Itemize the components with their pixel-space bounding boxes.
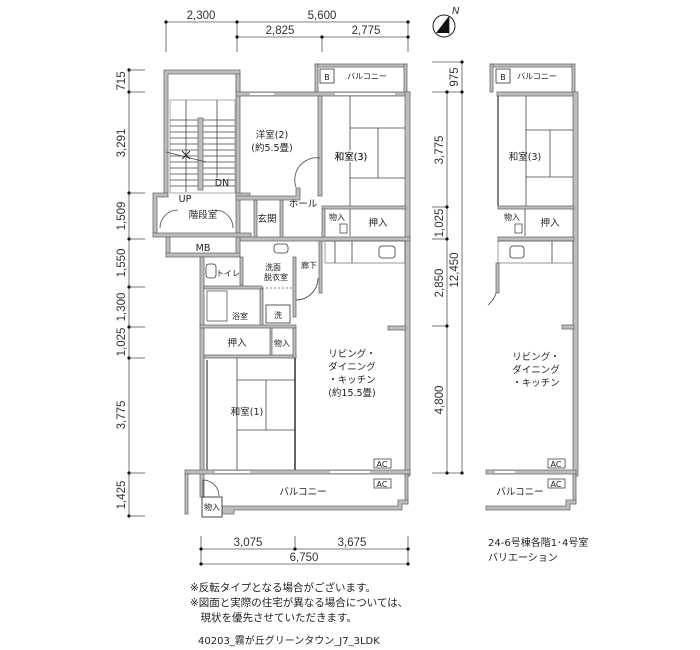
variation-caption: 24-6号棟各階1･4号室 バリエーション	[488, 536, 588, 566]
plan-id: 40203_霧が丘グリーンタウン_J7_3LDK	[198, 636, 380, 647]
var-label-ldk-3: ・キッチン	[512, 378, 560, 389]
note-line3: 現状を優先させていただきます。	[190, 612, 357, 624]
label-closet-mid: 押入	[227, 337, 247, 349]
dim-right-1: 3,775	[434, 136, 446, 165]
var-label-japanese-room-3: 和室(3)	[509, 151, 541, 163]
dim-left-7: 1,425	[116, 481, 128, 510]
label-western-room-size: (約5.5畳)	[251, 142, 293, 154]
var-label-b-box: B	[500, 73, 506, 82]
dim-top-left: 2,300	[187, 10, 216, 22]
label-balcony-top: バルコニー	[347, 72, 387, 81]
label-ldk-size: (約15.5畳)	[328, 387, 376, 399]
dim-bottom-total: 6,750	[290, 552, 319, 564]
label-storage-mid: 物入	[274, 338, 290, 348]
label-up: UP	[179, 194, 192, 205]
left-dimensions: 715 3,291 1,509 1,550 1,300 1,025 3,775 …	[116, 68, 145, 518]
label-ldk-1: リビング・	[328, 348, 376, 360]
note-line1: ※反転タイプとなる場合がございます。	[190, 582, 376, 594]
main-plan: DN UP 階段室 MB B バルコニー 洋室(2)	[152, 63, 411, 518]
compass-icon: N	[432, 6, 460, 38]
var-label-balcony-top: バルコニー	[517, 72, 557, 81]
label-ac-indoor: AC	[377, 460, 388, 469]
dim-bottom-sub-left: 3,075	[234, 537, 263, 549]
top-dimensions: 2,300 5,600 2,825 2,775	[164, 10, 410, 52]
label-dn: DN	[215, 178, 229, 189]
var-label-ac-outdoor: AC	[551, 480, 562, 489]
dim-top-right: 5,600	[308, 10, 337, 22]
label-japanese-room-3: 和室(3)	[335, 151, 367, 163]
dim-left-0: 715	[116, 71, 128, 90]
dim-left-6: 3,775	[116, 401, 128, 430]
label-hall: ホール	[289, 199, 318, 210]
dim-top-sub-left: 2,825	[266, 25, 295, 37]
label-mb: MB	[196, 243, 211, 254]
dim-left-3: 1,550	[116, 249, 128, 278]
bottom-dimensions: 3,075 3,675 6,750	[199, 536, 410, 566]
label-ac-outdoor: AC	[377, 480, 388, 489]
tatami-room-3	[321, 96, 407, 210]
label-corridor: 廊下	[301, 260, 317, 270]
label-toilet: トイレ	[216, 269, 240, 278]
dim-right-2: 1,025	[434, 209, 446, 238]
label-balcony-bottom: バルコニー	[279, 487, 326, 498]
label-ldk-3: ・キッチン	[328, 375, 376, 386]
label-washer: 洗	[274, 310, 282, 320]
dim-bottom-sub-right: 3,675	[338, 537, 367, 549]
label-ldk-2: ダイニング	[328, 361, 376, 373]
label-entrance: 玄関	[257, 213, 276, 225]
compass-north-label: N	[452, 6, 460, 17]
var-label-balcony-bottom: バルコニー	[496, 487, 543, 498]
label-washroom-2: 脱衣室	[264, 272, 288, 282]
dim-left-5: 1,025	[116, 328, 128, 357]
tatami-room-1	[206, 358, 296, 470]
label-closet-top: 押入	[368, 217, 388, 229]
label-storage-top: 物入	[329, 212, 345, 222]
variation-caption-line2: バリエーション	[488, 553, 558, 564]
right-dimensions: 975 3,775 1,025 2,850 4,800 12,450	[432, 60, 464, 475]
dim-right-total: 12,450	[449, 252, 461, 287]
dim-right-0: 975	[449, 67, 461, 86]
dim-left-2: 1,509	[116, 202, 128, 231]
var-label-closet: 押入	[540, 217, 560, 229]
label-storage-bottom: 物入	[204, 502, 220, 512]
dim-right-4: 4,800	[434, 386, 446, 415]
var-label-storage: 物入	[504, 212, 520, 222]
var-label-ac-indoor: AC	[551, 460, 562, 469]
staircase	[165, 99, 236, 194]
notes: ※反転タイプとなる場合がございます。 ※図面と実際の住宅が異なる場合については、…	[190, 581, 408, 626]
dim-top-sub-right: 2,775	[352, 25, 381, 37]
label-bath: 浴室	[232, 311, 248, 321]
dim-right-3: 2,850	[434, 269, 446, 298]
label-stairwell: 階段室	[189, 209, 218, 221]
top-balcony: B バルコニー	[314, 63, 408, 93]
label-washroom-1: 洗面	[265, 262, 281, 272]
label-japanese-room-3-bg: 和室(3)	[335, 151, 367, 163]
label-japanese-room-1: 和室(1)	[231, 406, 263, 418]
dim-left-1: 3,291	[116, 129, 128, 158]
var-label-ldk-1: リビング・	[512, 351, 560, 363]
dim-left-4: 1,300	[116, 293, 128, 322]
note-line2: ※図面と実際の住宅が異なる場合については、	[190, 597, 409, 609]
label-b-box: B	[324, 73, 330, 82]
var-label-ldk-2: ダイニング	[512, 364, 560, 376]
label-western-room: 洋室(2)	[256, 129, 288, 141]
variation-caption-line1: 24-6号棟各階1･4号室	[488, 538, 589, 549]
variation-plan: B バルコニー 和室(3) 物入 押入 リビング・ ダイニング ・キッチン AC	[485, 63, 579, 511]
